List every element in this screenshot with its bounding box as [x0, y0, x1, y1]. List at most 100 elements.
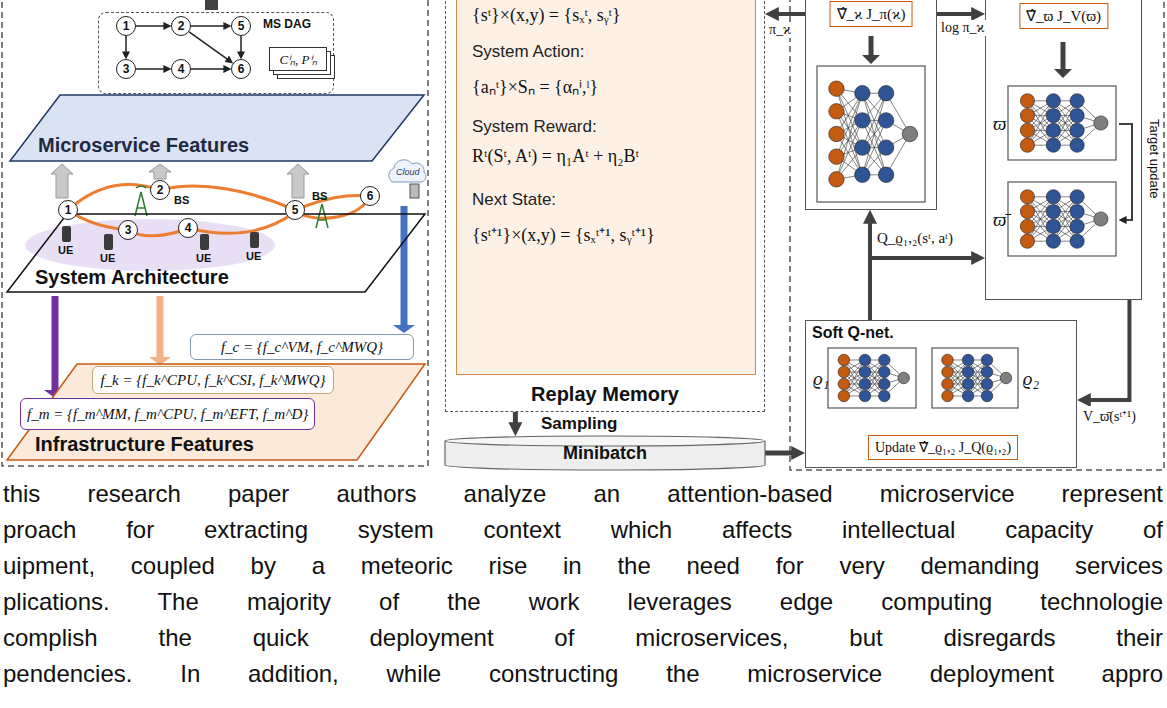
neuron — [1070, 108, 1084, 122]
neuron — [859, 366, 871, 378]
connector-label: Target update — [1147, 118, 1162, 200]
neuron — [838, 390, 850, 402]
ue-cluster — [25, 219, 275, 271]
neural-net-icon — [1008, 182, 1116, 256]
connector-arrow — [136, 68, 165, 70]
net-link — [862, 93, 886, 175]
neuron — [879, 366, 891, 378]
connector-arrow — [513, 412, 518, 425]
neuron — [1000, 372, 1012, 384]
neuron — [829, 149, 844, 164]
gradient-arrow — [1061, 42, 1066, 70]
net-link — [1027, 197, 1053, 241]
node-text: Infrastructure Features — [35, 433, 254, 456]
node-text: 1 — [65, 203, 72, 217]
graph-node-circle: 5 — [285, 200, 305, 220]
graph-node-circle: 5 — [231, 16, 251, 36]
neuron — [1046, 219, 1060, 233]
cloud-icon — [389, 160, 426, 182]
phone-icon — [62, 226, 71, 242]
neuron — [1020, 123, 1034, 137]
net-link — [947, 360, 968, 396]
connector-label: π_ϰ — [768, 22, 792, 38]
neuron — [838, 354, 850, 366]
feature-box: f_c = {f_c^VM, f_c^MWQ} — [190, 334, 414, 360]
neuron — [855, 113, 870, 128]
connector-arrow — [136, 25, 165, 27]
body-text-line: pendencies. In addition, while construct… — [3, 660, 1163, 688]
net-frame — [932, 348, 1018, 408]
neuron — [1070, 204, 1084, 218]
neuron — [878, 167, 893, 182]
graph-node-circle: 6 — [231, 59, 251, 79]
net-link — [968, 360, 987, 396]
neuron — [902, 126, 917, 141]
device-label: UE — [58, 244, 73, 256]
neuron — [1020, 108, 1034, 122]
feature-arrow — [157, 296, 164, 357]
neuron — [879, 378, 891, 390]
mapping-arrow — [287, 164, 309, 198]
device-label: UE — [196, 252, 211, 264]
neuron — [1046, 204, 1060, 218]
neuron — [1020, 204, 1034, 218]
connector-arrow — [191, 25, 225, 27]
connector-label: V_ϖ̄(sᵗ⁺¹) — [1082, 406, 1137, 425]
node-text: f_c = {f_c^VM, f_c^MWQ} — [221, 339, 383, 356]
body-text-line: complish the quick deployment of microse… — [3, 624, 1163, 652]
feature-arrow — [401, 206, 408, 325]
connector-arrow — [937, 12, 974, 16]
node-text: f_m = {f_m^MM, f_m^CPU, f_m^EFT, f_m^D} — [27, 406, 308, 423]
gradient-arrow — [869, 36, 874, 56]
neuron — [829, 104, 844, 119]
network-block: ϱ₁ — [811, 347, 919, 411]
node-text: ∇̂_ϖ J_V(ϖ) — [1019, 3, 1108, 29]
connector-label: log π_ϰ — [940, 20, 986, 36]
phone-icon — [250, 232, 259, 248]
graph-node-circle: 4 — [178, 218, 198, 238]
arrow-head — [1054, 69, 1072, 78]
neuron — [855, 167, 870, 182]
net-frame — [817, 66, 925, 202]
graph-node-circle: 6 — [360, 186, 380, 206]
node-text: {sᵗ⁺¹}×(x,y) = {sₓᵗ⁺¹, sᵧᵗ⁺¹} — [472, 222, 655, 246]
net-link — [1027, 101, 1053, 145]
net-link — [1053, 101, 1077, 145]
arrow-head — [862, 55, 880, 64]
neuron — [1046, 94, 1060, 108]
neuron — [1046, 138, 1060, 152]
neural-net-icon — [817, 66, 925, 202]
neuron — [1070, 94, 1084, 108]
node-text: 3 — [125, 223, 132, 237]
connector-arrow — [776, 12, 805, 16]
network-block: ϖ — [991, 83, 1119, 165]
neuron — [878, 113, 893, 128]
neuron — [942, 378, 954, 390]
neuron — [1046, 234, 1060, 248]
node-text: 2 — [178, 19, 185, 33]
value-net-box: ∇̂_ϖ J_V(ϖ) ϖ ϖ̄ — [985, 0, 1142, 300]
net-frame — [828, 348, 916, 408]
net-link — [1027, 101, 1053, 145]
node-text: 3 — [123, 62, 130, 76]
soft-q-box: Soft Q-net.Update ∇̂_ϱ₁,₂ J_Q(ϱ₁,₂)ϱ₁ϱ₂ — [805, 320, 1077, 468]
body-text-line: this research paper authors analyze an a… — [3, 480, 1163, 508]
net-link — [1053, 197, 1077, 241]
mapping-arrow — [149, 164, 171, 179]
neuron — [1070, 219, 1084, 233]
graph-node-circle: 1 — [58, 200, 78, 220]
dag-box: MS DAG123456Cⁱₙ, Pⁱₙ — [98, 12, 334, 94]
neuron — [1070, 234, 1084, 248]
neuron — [981, 390, 993, 402]
neuron — [1094, 116, 1108, 130]
neuron — [859, 378, 871, 390]
neuron — [1046, 190, 1060, 204]
node-text: ϖ̄ — [991, 209, 1008, 231]
plane-shape — [10, 95, 424, 161]
output-arrow — [205, 0, 218, 10]
node-text: 4 — [178, 62, 185, 76]
neuron — [878, 140, 893, 155]
node-text: {aₙᵗ}×Sₙ = {αₙⁱ,ˡ} — [472, 74, 598, 98]
tower-icon — [316, 198, 328, 228]
neuron — [1020, 138, 1034, 152]
